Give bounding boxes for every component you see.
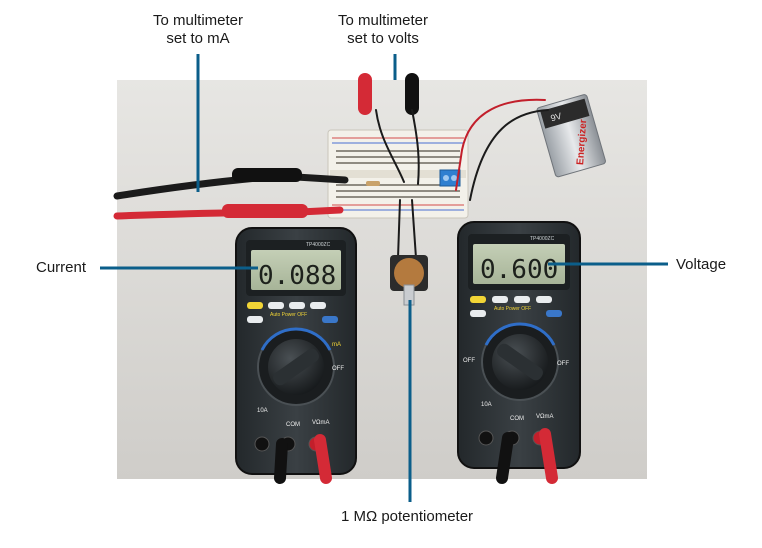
left-jack-com: COM	[286, 422, 300, 428]
breadboard	[327, 129, 469, 219]
label-to-volts-line2: set to volts	[347, 30, 419, 47]
right-dial-off-left: OFF	[463, 358, 475, 364]
label-potentiometer: 1 MΩ potentiometer	[340, 508, 474, 525]
label-to-multimeter-volts: To multimeter set to volts	[318, 12, 448, 48]
left-multimeter: TP4000ZC 0.088 Auto Power OFF OFF mA 10A…	[235, 227, 357, 484]
right-lcd	[473, 244, 565, 284]
right-buttons	[470, 296, 562, 317]
label-to-ma-line2: set to mA	[166, 30, 230, 47]
left-dial-off: OFF	[332, 366, 344, 372]
left-lcd	[251, 250, 341, 290]
right-reading: 0.600	[480, 255, 558, 285]
label-to-multimeter-ma: To multimeter set to mA	[138, 12, 258, 48]
right-jack-com: COM	[510, 416, 524, 422]
label-voltage: Voltage	[676, 256, 727, 273]
right-jack-vomA: VΩmA	[536, 414, 554, 420]
right-auto-power: Auto Power OFF	[494, 306, 531, 312]
left-auto-power: Auto Power OFF	[270, 312, 307, 318]
left-dial-ma: mA	[332, 342, 341, 348]
right-dial-off: OFF	[557, 361, 569, 367]
left-model-label: TP4000ZC	[306, 242, 331, 248]
label-to-ma-line1: To multimeter	[152, 12, 244, 29]
leader-lines	[100, 54, 668, 502]
battery-brand: Energizer	[575, 119, 589, 165]
left-buttons	[247, 302, 338, 323]
left-reading: 0.088	[258, 261, 336, 291]
battery-label: 9V	[549, 111, 562, 124]
probe-leads	[113, 73, 549, 259]
potentiometer	[390, 255, 428, 306]
left-jack-vomA: VΩmA	[312, 420, 330, 426]
label-current: Current	[36, 259, 87, 276]
battery-9v: 9V Energizer	[536, 94, 606, 178]
label-to-volts-line1: To multimeter	[337, 12, 429, 29]
right-jack-10a: 10A	[481, 402, 492, 408]
right-multimeter: TP4000ZC 0.600 Auto Power OFF OFF OFF 10…	[457, 221, 581, 484]
right-model-label: TP4000ZC	[530, 236, 555, 242]
left-jack-10a: 10A	[257, 408, 268, 414]
